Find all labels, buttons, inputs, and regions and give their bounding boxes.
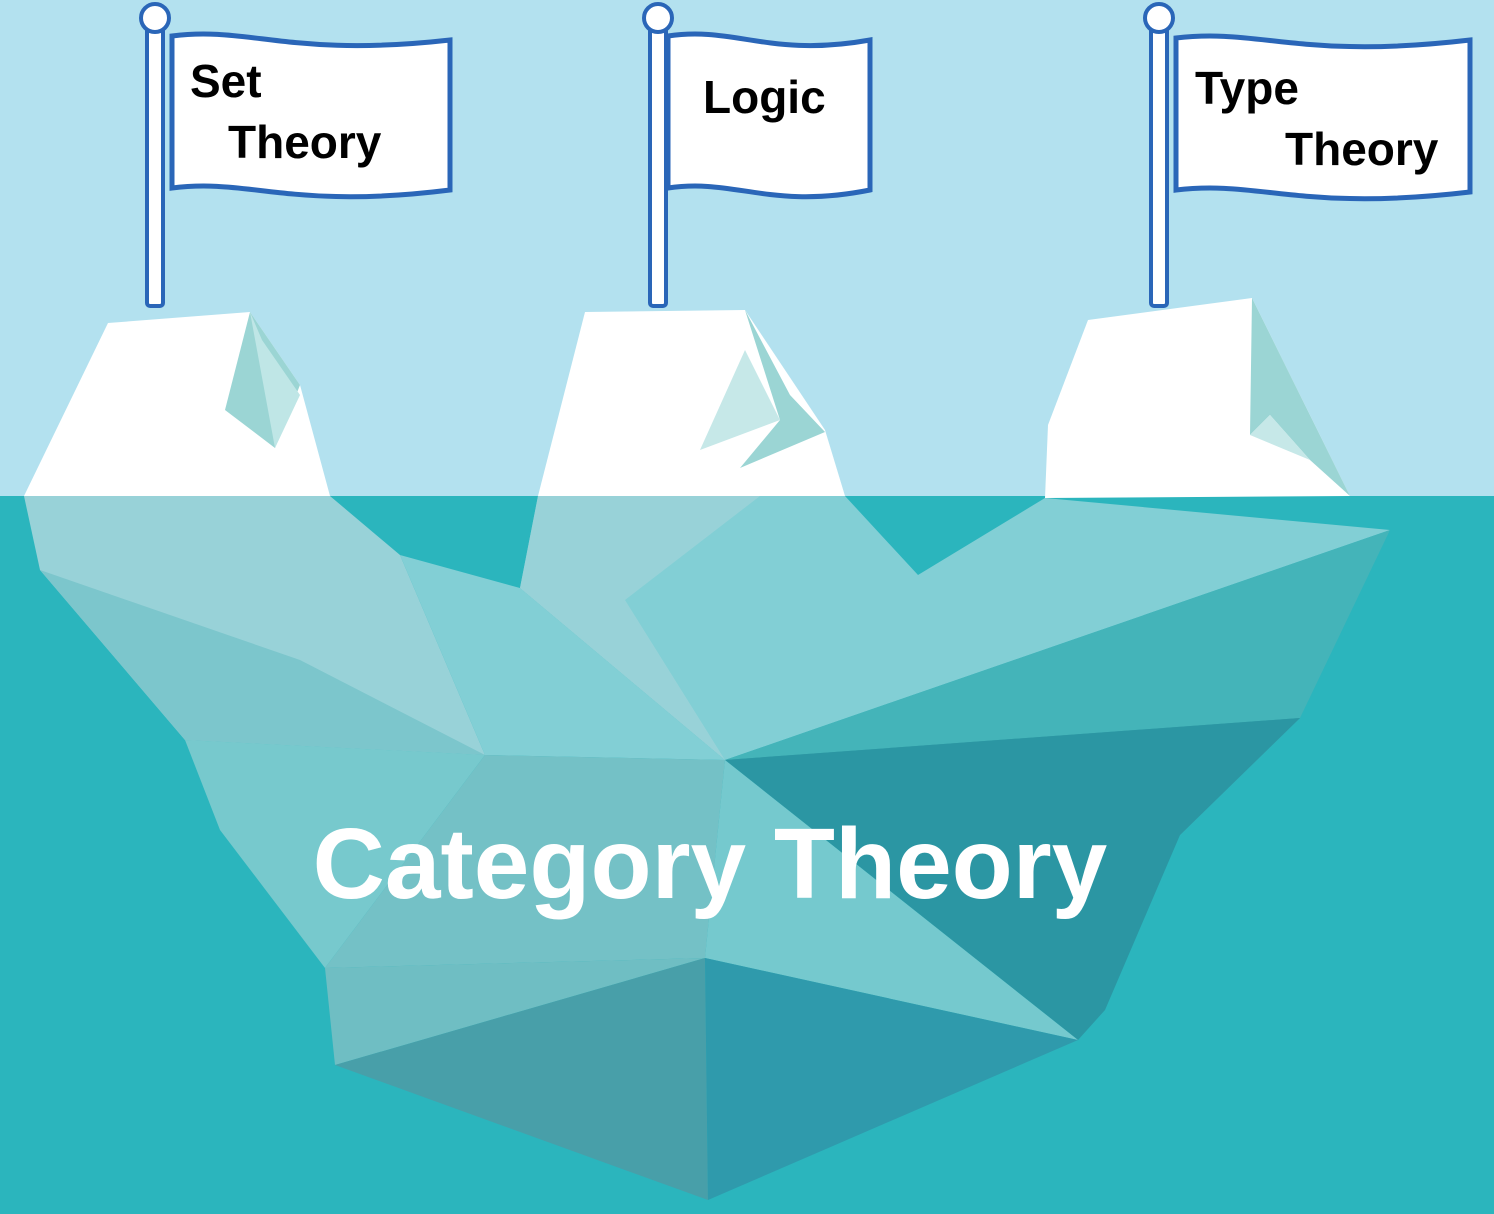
flag-label-line2: Theory [1285, 123, 1439, 175]
main-title: Category Theory [313, 808, 1108, 920]
flag-label-line1: Logic [703, 71, 826, 123]
flag-pole-knob [139, 2, 171, 34]
flag-label-line1: Type [1195, 62, 1299, 114]
flag-pole [145, 20, 165, 308]
flag-pole [648, 20, 668, 308]
flag-pole-knob [1143, 2, 1175, 34]
flag-banner [665, 31, 873, 200]
iceberg-underwater [24, 496, 1390, 1200]
flag-pole [1149, 20, 1169, 308]
flag-banner [169, 31, 453, 200]
flag-label-line1: Set [190, 55, 262, 107]
flag-banner [1173, 33, 1473, 202]
iceberg-peaks [24, 298, 1350, 498]
flag-set-theory: Set Theory [139, 2, 453, 308]
flag-label-line2: Theory [228, 116, 382, 168]
flag-logic: Logic [642, 2, 873, 308]
flag-type-theory: Type Theory [1143, 2, 1473, 308]
flag-pole-knob [642, 2, 674, 34]
